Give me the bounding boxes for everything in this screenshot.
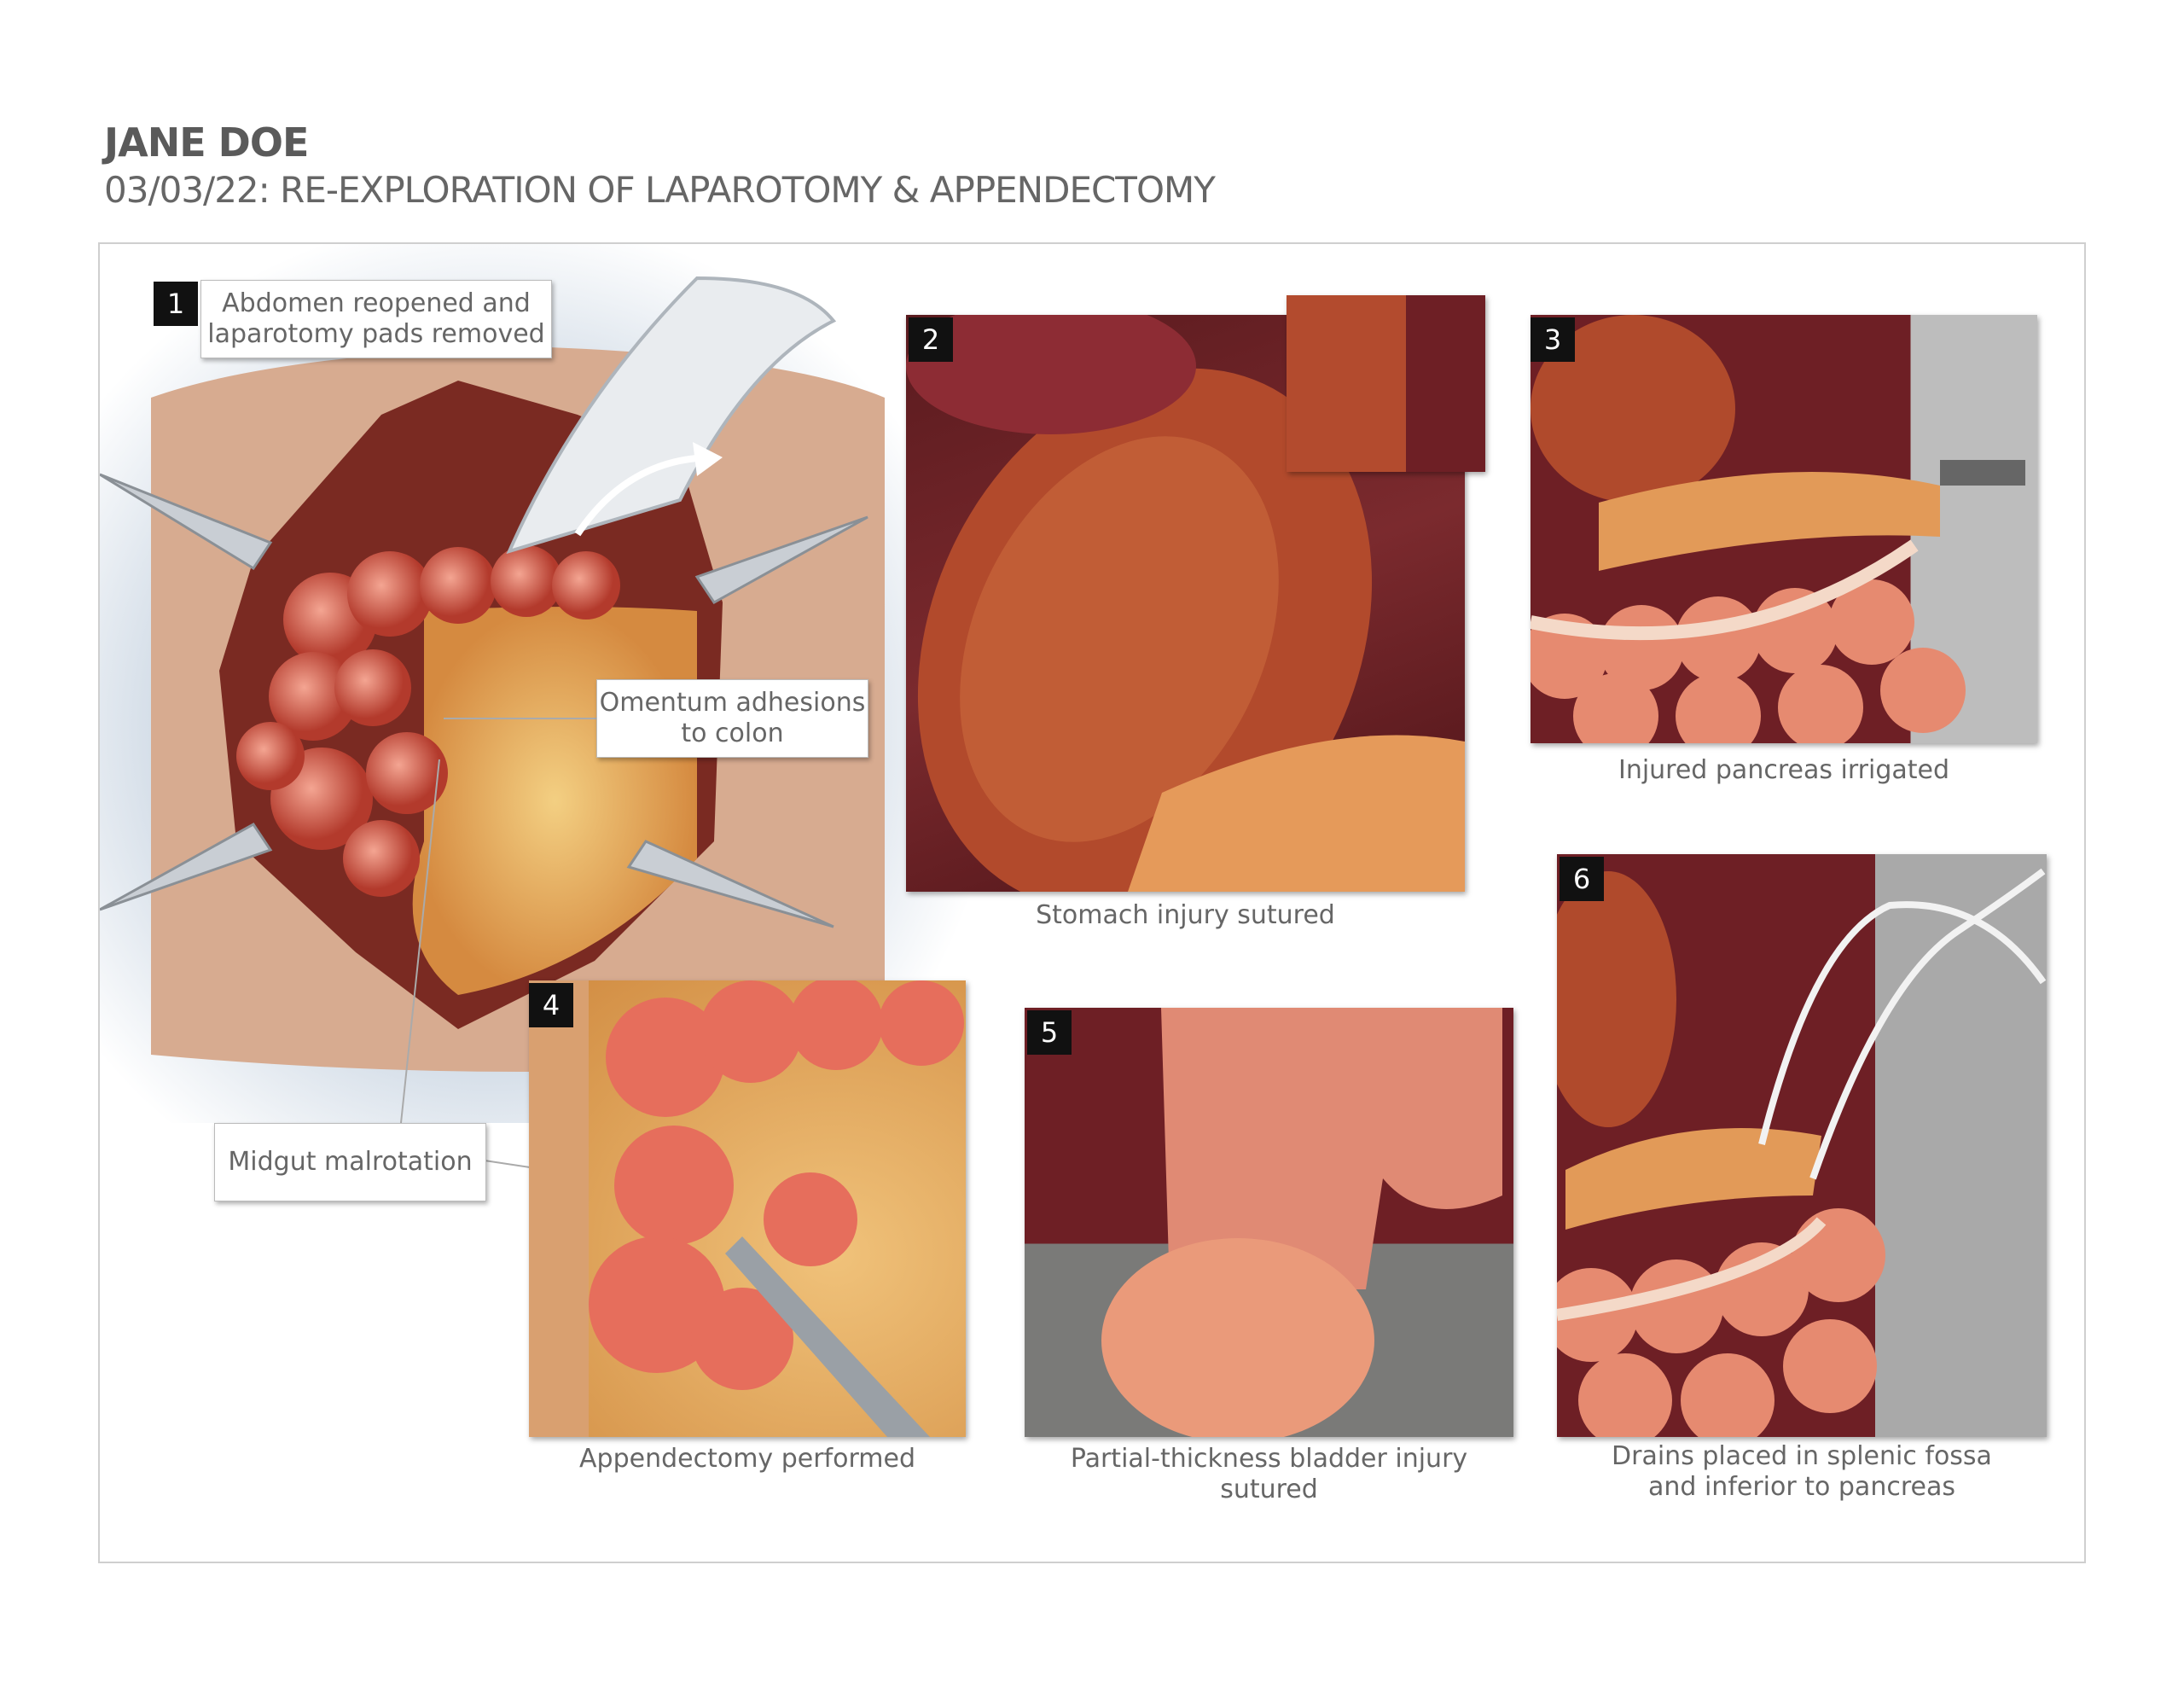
panel-2-inset bbox=[1287, 295, 1485, 472]
panel-5-number: 5 bbox=[1027, 1010, 1072, 1055]
panel-3-number: 3 bbox=[1531, 317, 1575, 362]
procedure-title: 03/03/22: RE-EXPLORATION OF LAPAROTOMY &… bbox=[104, 169, 1216, 211]
panel-6-image bbox=[1557, 854, 2047, 1437]
callout-line-1: Abdomen reopened and bbox=[222, 288, 531, 318]
panel-4-number: 4 bbox=[529, 983, 573, 1027]
midgut-label: Midgut malrotation bbox=[228, 1147, 473, 1177]
panel-3-caption: Injured pancreas irrigated bbox=[1618, 755, 1950, 785]
panel-6-number: 6 bbox=[1560, 857, 1604, 901]
panel-2-image bbox=[906, 315, 1465, 892]
panel-4-caption: Appendectomy performed bbox=[579, 1444, 915, 1474]
omentum-line-1: Omentum adhesions bbox=[599, 688, 866, 718]
panel-5-caption: Partial-thickness bladder injury sutured bbox=[1070, 1444, 1468, 1504]
panel-5-image bbox=[1025, 1008, 1513, 1437]
panel-1-callout: Abdomen reopened and laparotomy pads rem… bbox=[200, 280, 552, 358]
midgut-callout: Midgut malrotation bbox=[214, 1123, 486, 1201]
panel-6-caption: Drains placed in splenic fossa and infer… bbox=[1557, 1441, 2047, 1503]
panel-6-caption-line-2: and inferior to pancreas bbox=[1648, 1472, 1955, 1502]
panel-1-number: 1 bbox=[154, 282, 198, 326]
panel-6-caption-line-1: Drains placed in splenic fossa bbox=[1612, 1441, 1992, 1471]
omentum-line-2: to colon bbox=[681, 718, 784, 748]
callout-line-2: laparotomy pads removed bbox=[207, 319, 545, 349]
panel-2-number: 2 bbox=[909, 317, 953, 362]
exhibit-frame bbox=[98, 242, 2086, 1563]
patient-name: JANE DOE bbox=[104, 119, 309, 166]
panel-3-image bbox=[1531, 315, 2037, 743]
panel-4-image bbox=[529, 980, 966, 1437]
panel-2-caption: Stomach injury sutured bbox=[1036, 900, 1335, 930]
omentum-callout: Omentum adhesions to colon bbox=[596, 679, 868, 758]
